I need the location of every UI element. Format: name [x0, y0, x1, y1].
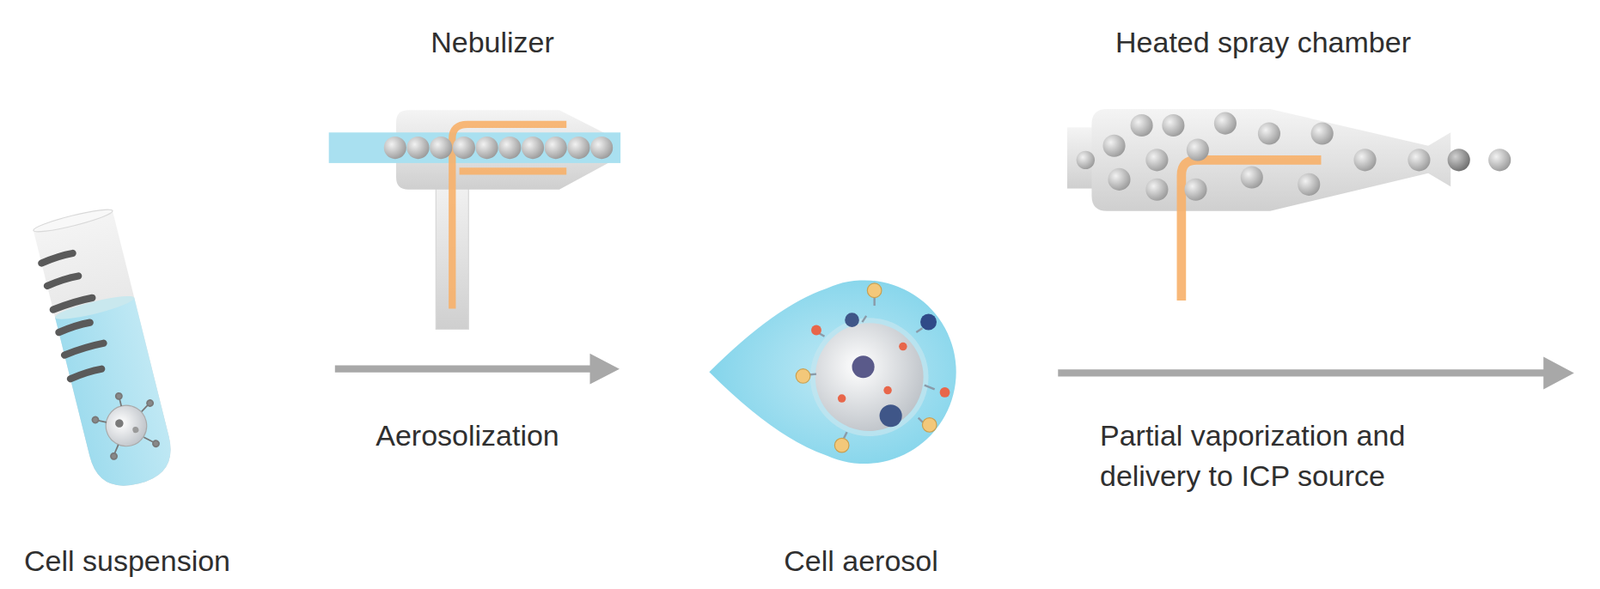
- droplet: [1240, 165, 1264, 189]
- step-label: Cell aerosol: [749, 541, 973, 582]
- droplet: [1184, 178, 1207, 202]
- droplet: [429, 136, 452, 159]
- step-label: Nebulizer: [406, 22, 579, 63]
- droplet: [476, 136, 499, 159]
- droplet: [1145, 148, 1168, 171]
- droplet: [1447, 148, 1471, 171]
- droplet: [1488, 148, 1511, 171]
- droplet: [406, 136, 429, 159]
- step-label: Heated spray chamber: [1082, 22, 1444, 63]
- cell-aerosol-droplet: [708, 280, 956, 465]
- step-label: Partial vaporization and delivery to ICP…: [1099, 415, 1504, 497]
- droplet: [1107, 168, 1130, 191]
- droplet: [1161, 114, 1185, 137]
- nebulizer: [329, 109, 621, 330]
- process-arrow: [335, 354, 620, 385]
- droplet: [1130, 114, 1154, 137]
- droplet: [590, 136, 613, 159]
- test-tube: [31, 206, 178, 495]
- droplet: [567, 136, 590, 159]
- droplet: [544, 136, 568, 159]
- droplet: [1297, 173, 1320, 196]
- droplet: [1311, 122, 1334, 145]
- droplet: [498, 136, 521, 159]
- spray-chamber: [1067, 109, 1511, 301]
- step-label: Aerosolization: [355, 415, 580, 457]
- step-label: Cell suspension: [24, 541, 300, 582]
- process-arrow: [1057, 356, 1575, 390]
- droplet: [1186, 138, 1210, 161]
- droplet: [1145, 178, 1168, 202]
- droplet: [1214, 112, 1237, 135]
- droplet: [1258, 122, 1281, 145]
- droplet: [1076, 151, 1095, 170]
- droplet: [384, 136, 407, 159]
- droplet: [452, 136, 476, 159]
- droplet: [1353, 148, 1376, 171]
- droplet: [1407, 148, 1430, 171]
- droplet: [521, 136, 544, 159]
- droplet: [1102, 134, 1125, 158]
